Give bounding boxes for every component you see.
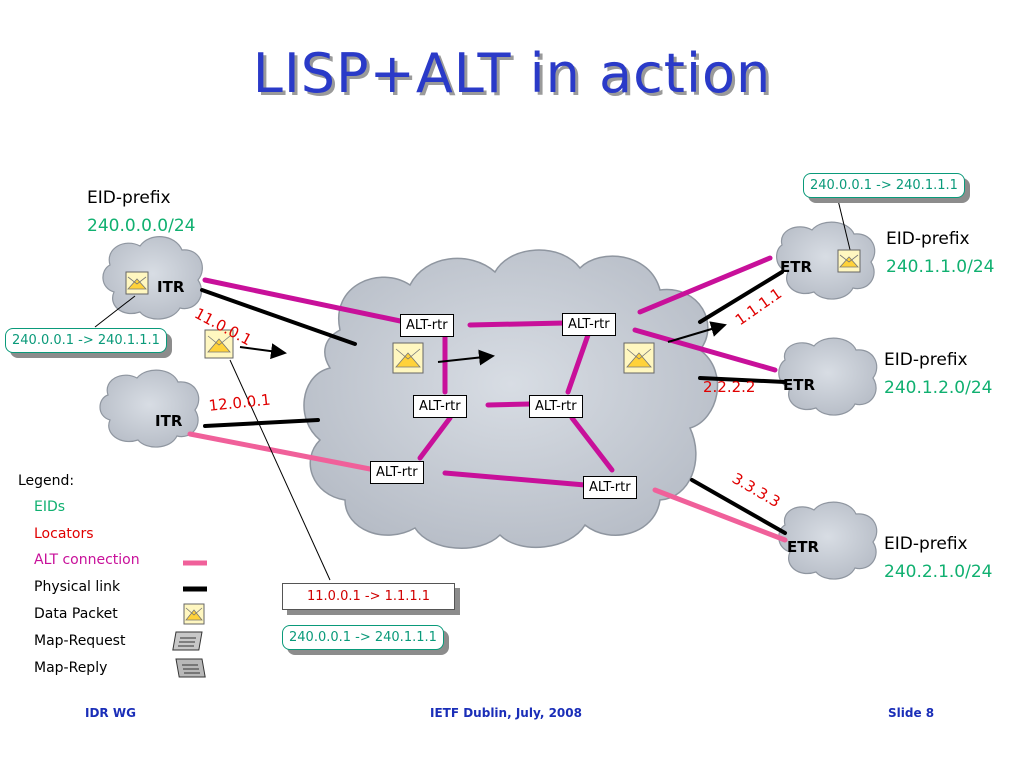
- alt-connections: [202, 255, 778, 488]
- callout-line-bottom: [229, 359, 331, 581]
- alt-link-right-diag: [565, 332, 591, 395]
- alt-router: ALT-rtr: [400, 314, 454, 337]
- alt-link-left-lower: [417, 415, 453, 461]
- packet-arrow-etr: [667, 321, 727, 343]
- eid-prefix-value: 240.1.2.0/24: [884, 378, 993, 398]
- etr-1-label: ETR: [780, 258, 813, 276]
- packet-arrow-core: [437, 349, 495, 366]
- eid-prefix-label: EID-prefix: [886, 229, 970, 249]
- legend-map-reply-icon: [175, 658, 206, 678]
- packet-header-itr: 240.0.0.1 -> 240.1.1.1: [5, 328, 167, 353]
- legend-map-request: Map-Request: [34, 633, 126, 649]
- alt-link-core-mid: [485, 401, 533, 408]
- packet-outer-header: 11.0.0.1 -> 1.1.1.1: [282, 583, 456, 610]
- alt-router: ALT-rtr: [529, 395, 583, 418]
- phys-link-itr-top: [200, 288, 357, 346]
- phys-link-itr-bottom: [203, 418, 320, 428]
- itr-top-cloud: [102, 236, 203, 320]
- itr-top-label: ITR: [157, 278, 185, 296]
- alt-router: ALT-rtr: [413, 395, 467, 418]
- phys-link-etr2: [698, 376, 787, 384]
- alt-router: ALT-rtr: [562, 313, 616, 336]
- etr-3-label: ETR: [787, 538, 820, 556]
- packet-inner-header: 240.0.0.1 -> 240.1.1.1: [282, 625, 444, 650]
- packet-arrow-itr: [239, 343, 287, 360]
- itr-bottom-label: ITR: [155, 412, 183, 430]
- legend-locators: Locators: [34, 526, 94, 542]
- alt-router: ALT-rtr: [583, 476, 637, 499]
- data-packet-icon: [392, 342, 424, 374]
- phys-link-etr3: [690, 478, 787, 535]
- footer-center: IETF Dublin, July, 2008: [430, 706, 582, 720]
- legend-map-reply: Map-Reply: [34, 660, 108, 676]
- footer-right: Slide 8: [888, 706, 935, 720]
- locator-etr-2: 2.2.2.2: [703, 378, 756, 396]
- eid-prefix-label: EID-prefix: [87, 188, 171, 208]
- pink-link-etr3: [652, 487, 788, 543]
- callout-line-etr: [837, 199, 853, 259]
- etr-2-cloud: [778, 337, 878, 416]
- physical-links: [200, 270, 787, 535]
- data-packet-icon: [125, 271, 149, 295]
- itr-bottom-cloud: [99, 369, 200, 448]
- etr-3-cloud: [778, 501, 878, 580]
- callout-line-itr: [94, 295, 136, 328]
- legend-heading: Legend:: [18, 473, 75, 489]
- etr-2-label: ETR: [783, 376, 816, 394]
- legend-eids: EIDs: [34, 499, 66, 515]
- etr-1-cloud: [776, 221, 876, 300]
- slide-title: LISP+ALT in action: [252, 42, 772, 105]
- phys-link-etr1: [698, 270, 784, 324]
- data-packet-icon: [204, 329, 234, 359]
- alt-link-bottom: [442, 470, 588, 488]
- alt-router: ALT-rtr: [370, 461, 424, 484]
- data-packet-icon: [837, 249, 861, 273]
- footer-left: IDR WG: [85, 706, 136, 720]
- eid-prefix-value: 240.2.1.0/24: [884, 562, 993, 582]
- alt-cloud: [303, 249, 719, 549]
- eid-prefix-label: EID-prefix: [884, 350, 968, 370]
- legend-data-packet: Data Packet: [34, 606, 118, 622]
- packet-header-etr: 240.0.0.1 -> 240.1.1.1: [803, 173, 965, 198]
- legend-physical-link: Physical link: [34, 579, 121, 595]
- alt-link-etr2: [632, 327, 778, 373]
- eid-prefix-value: 240.1.1.0/24: [886, 257, 995, 277]
- legend-alt-connection: ALT connection: [34, 552, 140, 568]
- eid-prefix-value: 240.0.0.0/24: [87, 216, 196, 236]
- legend-map-request-icon: [172, 631, 203, 651]
- eid-prefix-label: EID-prefix: [884, 534, 968, 554]
- alt-link-itr-top: [202, 277, 408, 325]
- data-packet-icon: [623, 342, 655, 374]
- alt-link-right-lower: [569, 415, 615, 473]
- alt-link-etr1: [637, 255, 773, 315]
- pink-links: [187, 431, 788, 543]
- alt-link-core-top: [467, 320, 568, 328]
- legend-data-packet-icon: [183, 603, 205, 625]
- pink-link-itr-bottom: [187, 431, 373, 472]
